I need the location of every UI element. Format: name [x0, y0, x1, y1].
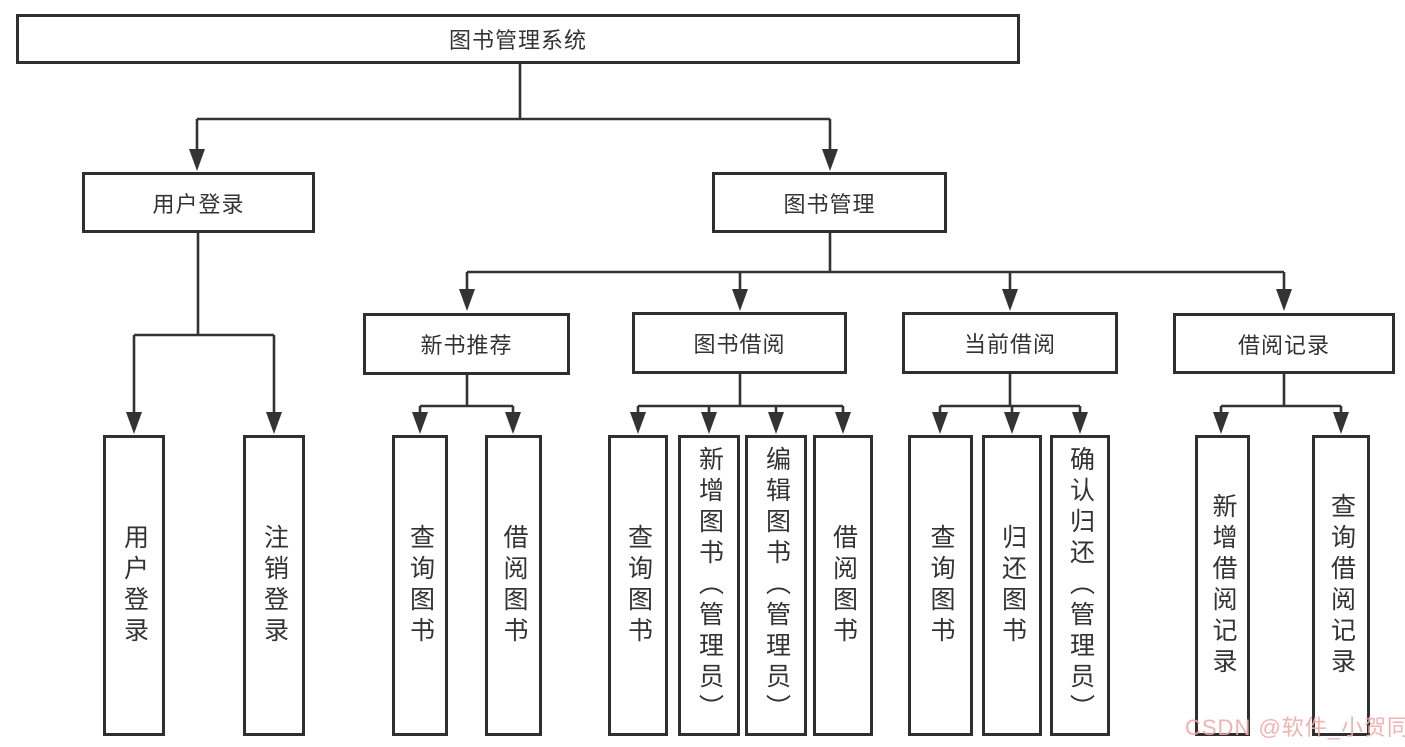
leaf-label: 查询借阅记录 [1327, 492, 1356, 679]
node-label: 图书管理系统 [448, 28, 587, 53]
leaf-query-books-recommend: 查询图书 [392, 435, 448, 736]
node-book-management: 图书管理 [712, 172, 947, 233]
arrowheads [126, 149, 1349, 434]
csdn-watermark: CSDN @软件_小贺同学 [1185, 715, 1405, 740]
leaf-return-books: 归还图书 [982, 435, 1042, 736]
leaf-query-books-borrowing: 查询图书 [608, 435, 668, 736]
leaf-label: 查询图书 [927, 523, 955, 648]
node-label: 借阅记录 [1237, 332, 1330, 358]
leaf-confirm-return-admin: 确认归还（管理员） [1050, 435, 1110, 736]
node-book-borrowing: 图书借阅 [632, 312, 847, 374]
leaf-label: 查询图书 [624, 523, 653, 648]
leaf-edit-books-admin: 编辑图书（管理员） [745, 435, 807, 736]
leaf-label: 用户登录 [120, 523, 149, 648]
node-label: 当前借阅 [963, 332, 1056, 357]
node-current-borrowing: 当前借阅 [902, 312, 1118, 374]
leaf-label: 归还图书 [998, 523, 1027, 648]
node-borrowing-records: 借阅记录 [1173, 313, 1395, 374]
leaf-user-login: 用户登录 [103, 435, 165, 736]
leaf-add-books-admin: 新增图书（管理员） [678, 435, 740, 736]
leaf-query-borrow-record: 查询借阅记录 [1312, 435, 1370, 736]
leaf-query-books-current: 查询图书 [908, 435, 973, 736]
node-label: 用户登录 [152, 191, 245, 217]
leaf-label: 注销登录 [260, 523, 289, 648]
node-new-book-recommendation: 新书推荐 [363, 313, 570, 375]
leaf-borrow-books-recommend: 借阅图书 [485, 435, 542, 736]
leaf-borrow-books: 借阅图书 [813, 435, 873, 736]
leaf-label: 确认归还（管理员） [1066, 446, 1095, 725]
node-user-login: 用户登录 [82, 172, 315, 233]
leaf-label: 借阅图书 [829, 523, 858, 648]
leaf-label: 新增图书（管理员） [695, 446, 724, 725]
leaf-label: 新增借阅记录 [1209, 492, 1237, 679]
node-label: 图书借阅 [693, 332, 786, 357]
leaf-label: 借阅图书 [500, 523, 528, 648]
node-label: 新书推荐 [420, 333, 513, 358]
node-label: 图书管理 [783, 191, 876, 217]
tree-edges [132, 60, 1343, 415]
node-book-management-system: 图书管理系统 [16, 14, 1020, 64]
leaf-label: 查询图书 [406, 523, 435, 648]
leaf-logout: 注销登录 [243, 435, 305, 736]
leaf-add-borrow-record: 新增借阅记录 [1195, 435, 1250, 736]
leaf-label: 编辑图书（管理员） [762, 446, 791, 725]
